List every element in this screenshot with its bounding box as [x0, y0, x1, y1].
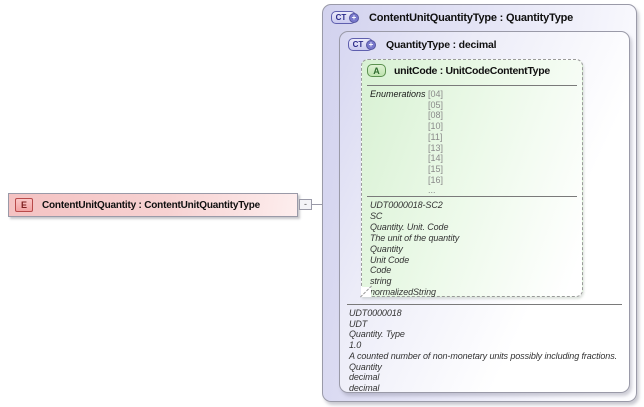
type-annotation-line: UDT0000018 [349, 308, 402, 318]
type-annotation-line: decimal [349, 372, 380, 383]
attribute-annotation-line: SC [370, 210, 383, 221]
attribute-annotation-line: string [370, 276, 392, 287]
element-title: ContentUnitQuantity : ContentUnitQuantit… [42, 199, 261, 211]
base-type-title: QuantityType : decimal [386, 38, 497, 51]
type-annotation-line: UDT [349, 318, 368, 329]
collapse-toggle[interactable]: - [299, 199, 312, 210]
attribute-title: unitCode : UnitCodeContentType [394, 64, 550, 77]
separator [347, 304, 622, 305]
enumerations-label: Enumerations [370, 89, 426, 99]
type-annotation: UDT0000018 UDT Quantity. Type 1.0 A coun… [349, 308, 617, 394]
complex-type-header: CT + ContentUnitQuantityType : QuantityT… [323, 5, 636, 28]
enumeration-value: [14] [428, 153, 444, 164]
element-icon: E [15, 198, 33, 212]
type-annotation-line: decimal [349, 382, 380, 393]
attribute-annotation-line: Code [370, 265, 392, 276]
element-box[interactable]: E ContentUnitQuantity : ContentUnitQuant… [8, 193, 298, 217]
expand-plus-icon[interactable]: + [349, 12, 359, 23]
attribute-icon: A [367, 64, 386, 77]
enumeration-value: [04] [428, 89, 444, 99]
base-type-icon: CT + [348, 38, 376, 51]
complex-type-icon: CT + [331, 11, 359, 24]
complex-type-title: ContentUnitQuantityType : QuantityType [369, 11, 574, 24]
enumeration-value: [10] [428, 121, 444, 132]
enumeration-value: [05] [428, 99, 444, 110]
enumeration-value: [15] [428, 163, 444, 174]
attribute-header: A unitCode : UnitCodeContentType [367, 64, 550, 77]
separator [367, 196, 577, 197]
attribute-annotation-line: Quantity [370, 243, 403, 254]
enumeration-value: [11] [428, 131, 443, 142]
attribute-annotation-line: normalizedString [370, 287, 436, 298]
enumerations-section: Enumerations [04] [05] [08] [10] [11] [1… [370, 89, 443, 196]
complex-type-box: CT + ContentUnitQuantityType : QuantityT… [322, 4, 637, 402]
separator [367, 85, 577, 86]
attribute-box: A unitCode : UnitCodeContentType Enumera… [361, 59, 583, 297]
attribute-annotation-line: Unit Code [370, 254, 410, 265]
attribute-annotation: UDT0000018-SC2 SC Quantity. Unit. Code T… [370, 200, 459, 298]
attribute-annotation-line: Quantity. Unit. Code [370, 221, 449, 232]
enumeration-value: [08] [428, 110, 444, 121]
folded-corner [361, 287, 371, 297]
ct-icon-label: CT [335, 13, 347, 22]
base-type-box: CT + QuantityType : decimal A unitCode :… [339, 31, 630, 393]
base-type-header: CT + QuantityType : decimal [340, 32, 629, 55]
expand-plus-icon[interactable]: + [366, 39, 376, 50]
connector-line [312, 204, 323, 205]
enumeration-value: [13] [428, 142, 444, 153]
type-annotation-line: Quantity. Type [349, 329, 405, 340]
type-annotation-line: 1.0 [349, 340, 362, 351]
ct-icon-label: CT [352, 40, 364, 49]
attribute-annotation-line: UDT0000018-SC2 [370, 200, 443, 210]
enumeration-value: ... [428, 185, 436, 196]
enumeration-value: [16] [428, 174, 444, 185]
enumeration-values: [04] [05] [08] [10] [11] [13] [14] [15] … [428, 89, 443, 196]
attribute-annotation-line: The unit of the quantity [370, 232, 460, 243]
type-annotation-line: A counted number of non-monetary units p… [349, 350, 618, 361]
type-annotation-line: Quantity [349, 361, 382, 372]
